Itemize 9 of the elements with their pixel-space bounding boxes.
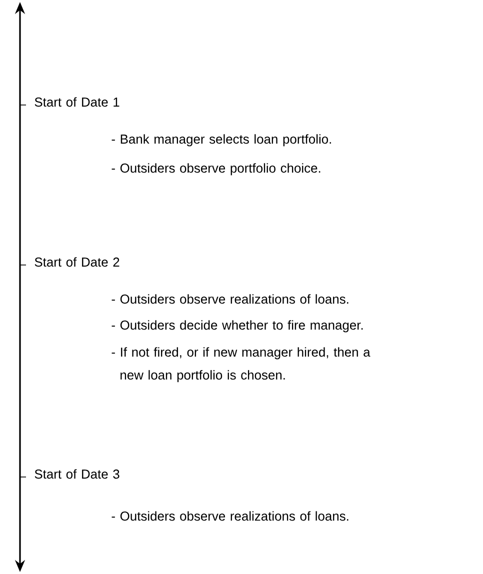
event-text: - If not fired, or if new manager hired, then a new loan portfolio is chosen.: [112, 347, 370, 382]
event-text: - Outsiders observe realizations of loans.: [112, 511, 348, 521]
date-label: Start of Date 3: [34, 469, 120, 479]
event-text: - Outsiders observe realizations of loans.: [112, 294, 348, 304]
date-label: Start of Date 1: [34, 97, 120, 107]
event-text: - Bank manager selects loan portfolio.: [112, 134, 331, 146]
event-text: - Outsiders observe portfolio choice.: [112, 163, 320, 176]
event-text: - Outsiders decide whether to fire manager.: [112, 320, 363, 332]
date-label: Start of Date 2: [34, 257, 120, 267]
